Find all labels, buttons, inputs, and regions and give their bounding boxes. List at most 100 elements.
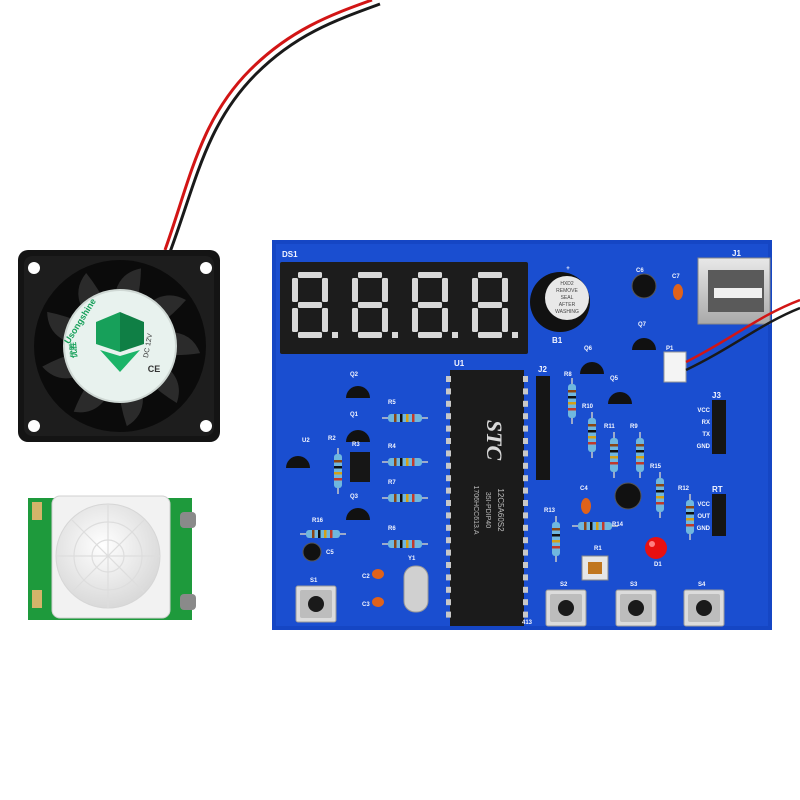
resistor-label: R15 xyxy=(650,464,662,470)
display-decimal-point xyxy=(392,332,398,338)
display-segment xyxy=(412,278,418,302)
resistor-label: R6 xyxy=(388,526,396,532)
label-j1: J1 xyxy=(732,249,741,258)
label-q1: Q1 xyxy=(350,412,359,418)
display-segment xyxy=(478,302,502,308)
display-segment xyxy=(412,308,418,332)
pir-motion-sensor xyxy=(28,495,196,620)
mcu-model-text: 12C5A60S2 xyxy=(496,488,505,532)
resistor-label: R7 xyxy=(388,480,396,486)
button-label: S4 xyxy=(698,582,706,588)
resistor: R2 xyxy=(328,436,342,494)
resistor: R11 xyxy=(604,424,618,478)
mcu-pin xyxy=(446,586,451,593)
mcu-chip: STC 12C5A60S2 35I-PDIP40 1706HCC613.A xyxy=(446,370,528,626)
mcu-pin xyxy=(446,462,451,469)
mcu-pin xyxy=(446,512,451,519)
resistor: R8 xyxy=(564,372,576,424)
display-decimal-point xyxy=(332,332,338,338)
display-segment xyxy=(358,302,382,308)
tact-switch-s4[interactable]: S4 xyxy=(683,582,725,627)
label-d1: D1 xyxy=(654,562,662,568)
fan-cable xyxy=(163,0,381,253)
mcu-pin xyxy=(446,376,451,382)
buzzer-sticker-line: REMOVE xyxy=(556,288,578,294)
transistor-q5 xyxy=(608,392,632,404)
resistor: R13 xyxy=(544,508,560,562)
resistor-label: R4 xyxy=(388,444,396,450)
capacitor-c4 xyxy=(581,498,591,514)
display-digit xyxy=(292,272,338,338)
label-q2: Q2 xyxy=(350,372,359,378)
mcu-brand-text: STC xyxy=(482,420,507,461)
label-c5: C5 xyxy=(326,550,334,556)
label-u1: U1 xyxy=(454,359,465,368)
display-segment xyxy=(418,302,442,308)
mcu-pin xyxy=(523,475,528,482)
j3-pin-label: TX xyxy=(702,432,710,438)
capacitor-c5 xyxy=(302,542,322,562)
resistor-label: R13 xyxy=(544,508,556,514)
mcu-pin xyxy=(523,388,528,395)
led-d1 xyxy=(645,537,667,559)
display-segment xyxy=(382,278,388,302)
mcu-pin xyxy=(523,537,528,544)
ic-dip xyxy=(350,452,370,482)
mcu-line2-text: 35I-PDIP40 xyxy=(484,492,491,528)
tact-switch-s2[interactable]: S2 xyxy=(545,582,587,627)
buzzer-sticker-line: WASHING xyxy=(555,309,579,315)
mcu-pin xyxy=(523,376,528,382)
resistor: R6 xyxy=(382,526,428,548)
mcu-pin xyxy=(446,487,451,494)
display-segment xyxy=(472,308,478,332)
display-digit xyxy=(472,272,518,338)
crystal-y1 xyxy=(403,565,429,613)
display-segment xyxy=(418,332,442,338)
rt-pin-label: GND xyxy=(697,526,711,532)
button-label: S3 xyxy=(630,582,638,588)
label-r1: R1 xyxy=(594,546,602,552)
display-segment xyxy=(472,278,478,302)
resistor-label: R12 xyxy=(678,486,690,492)
mcu-pin xyxy=(446,599,451,606)
svg-text:+: + xyxy=(566,266,570,272)
label-j2: J2 xyxy=(538,365,547,374)
header-j3 xyxy=(712,400,726,454)
fan-connector-wire xyxy=(685,298,800,364)
button-label: S2 xyxy=(560,582,568,588)
tact-switch-s1[interactable]: S1 xyxy=(295,578,337,623)
resistor-label: R9 xyxy=(630,424,638,430)
label-ds1: DS1 xyxy=(282,250,298,259)
display-digit xyxy=(352,272,398,338)
display-segment xyxy=(358,272,382,278)
mcu-pin xyxy=(446,450,451,457)
display-segment xyxy=(322,278,328,302)
display-segment xyxy=(502,278,508,302)
mcu-pin xyxy=(523,413,528,420)
display-decimal-point xyxy=(452,332,458,338)
fan-connector xyxy=(663,351,687,383)
resistor-label: R14 xyxy=(612,522,624,528)
display-segment xyxy=(382,308,388,332)
label-c4: C4 xyxy=(580,486,588,492)
mcu-pin xyxy=(446,388,451,395)
resistor-label: R3 xyxy=(352,442,360,448)
buzzer-sticker-line: HXD2 xyxy=(560,281,574,287)
label-c7: C7 xyxy=(672,274,680,280)
resistor: R7 xyxy=(382,480,428,502)
fan-brand-cn-text: 优胜 xyxy=(68,342,79,359)
resistor-label: R16 xyxy=(312,518,324,524)
label-j3: J3 xyxy=(712,391,721,400)
label-b1: B1 xyxy=(552,336,563,345)
cooling-fan: Usongshine 优胜 DC 12V CE xyxy=(18,250,220,442)
tact-switch-s3[interactable]: S3 xyxy=(615,582,657,627)
label-q5: Q5 xyxy=(610,376,619,382)
j3-pin-label: GND xyxy=(697,444,711,450)
display-segment xyxy=(298,302,322,308)
mcu-pin xyxy=(446,413,451,420)
resistor-label: R2 xyxy=(328,436,336,442)
capacitor-c3 xyxy=(372,597,384,607)
j3-pin-label: RX xyxy=(702,420,710,426)
transistor-q6 xyxy=(580,362,604,374)
